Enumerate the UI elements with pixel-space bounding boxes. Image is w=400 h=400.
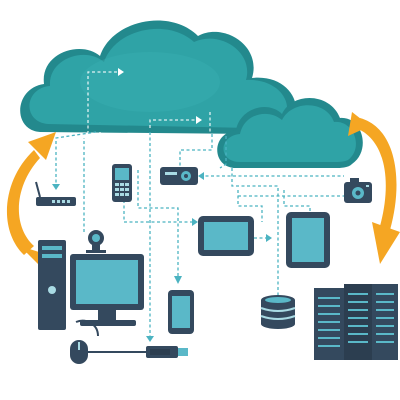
main-cloud-icon	[20, 20, 297, 134]
right-sync-arrow-icon	[348, 112, 400, 264]
tablet-landscape-icon	[198, 216, 254, 256]
monitor-icon	[70, 254, 144, 326]
feature-phone-icon	[112, 164, 132, 202]
pc-tower-icon	[38, 240, 66, 330]
mouse-icon	[70, 319, 146, 364]
webcam-icon	[86, 230, 106, 253]
router-icon	[35, 181, 76, 206]
projector-icon	[160, 167, 198, 185]
camera-icon	[344, 178, 372, 203]
server-rack-icon	[314, 284, 398, 360]
secondary-cloud-icon	[217, 97, 363, 168]
usb-icon	[146, 346, 188, 358]
smartphone-icon	[168, 290, 194, 334]
tablet-portrait-icon	[286, 212, 330, 268]
database-icon	[260, 295, 296, 329]
